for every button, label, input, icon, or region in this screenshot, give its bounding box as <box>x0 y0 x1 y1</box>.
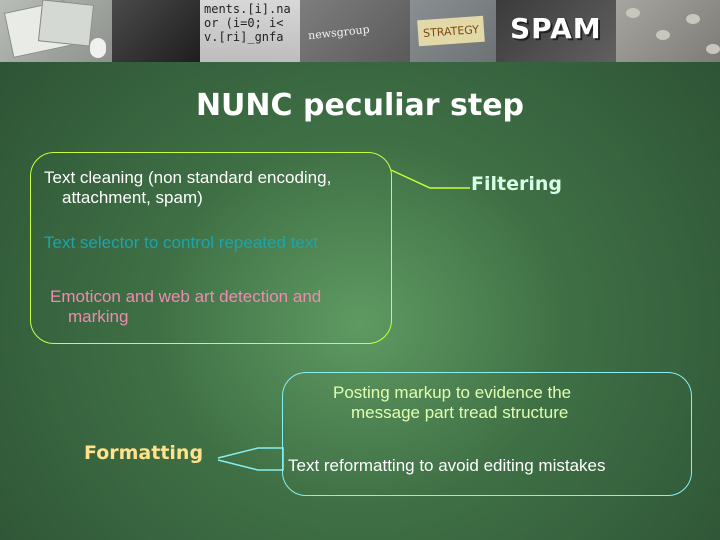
filtering-label: Filtering <box>471 173 562 195</box>
strategy-note: STRATEGY <box>417 15 485 47</box>
emoticon-line: marking <box>68 307 129 326</box>
spam-photo: SPAM <box>496 0 616 62</box>
text-reformatting-item: Text reformatting to avoid editing mista… <box>288 456 606 475</box>
posting-markup-line: Posting markup to evidence the <box>333 383 572 402</box>
text-cleaning-item: Text cleaning (non standard encoding, at… <box>44 168 394 208</box>
text-selector-item: Text selector to control repeated text <box>44 233 319 252</box>
code-photo: ments.[i].na or (i=0; i< v.[ri]_gnfa <box>112 0 300 62</box>
texture-speck <box>626 8 640 18</box>
code-line: ments.[i].na <box>204 2 291 16</box>
newsgroup-photo: newsgroup <box>300 0 410 62</box>
texture-photo <box>616 0 720 62</box>
formatting-group-box <box>282 372 692 496</box>
posting-markup-line: message part tread structure <box>351 403 569 422</box>
notebook-page <box>37 0 95 47</box>
notebook-photo <box>0 0 112 62</box>
code-line: v.[ri]_gnfa <box>204 30 284 44</box>
emoticon-line: Emoticon and web art detection and <box>50 287 322 306</box>
filtering-connector <box>390 169 470 189</box>
texture-speck <box>706 44 720 54</box>
posting-markup-item: Posting markup to evidence the message p… <box>333 383 663 423</box>
spam-text: SPAM <box>510 12 602 45</box>
formatting-label: Formatting <box>84 442 204 464</box>
texture-speck <box>686 14 700 24</box>
newsgroup-text: newsgroup <box>307 22 371 43</box>
filtering-group-box <box>30 152 392 344</box>
formatting-connector <box>217 447 284 471</box>
code-line: or (i=0; i< <box>204 16 284 30</box>
texture-speck <box>656 30 670 40</box>
keyboard-shadow <box>112 0 200 62</box>
emoticon-item: Emoticon and web art detection and marki… <box>50 287 390 327</box>
text-cleaning-line: Text cleaning (non standard encoding, <box>44 168 332 187</box>
header-image-strip: ments.[i].na or (i=0; i< v.[ri]_gnfa new… <box>0 0 720 62</box>
text-cleaning-line: attachment, spam) <box>62 188 203 207</box>
mouse-image <box>90 38 106 58</box>
strategy-photo: STRATEGY <box>410 0 496 62</box>
slide-title: NUNC peculiar step <box>195 88 525 123</box>
